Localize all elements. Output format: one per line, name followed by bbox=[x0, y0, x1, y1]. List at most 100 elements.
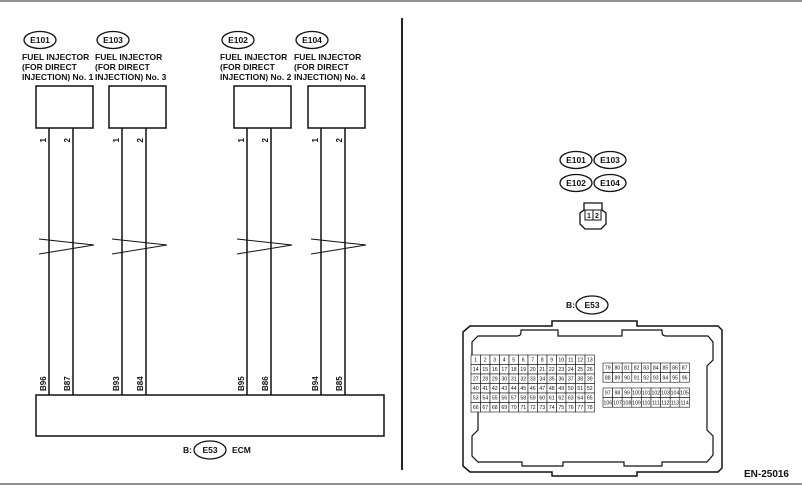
e53-left-pin: 73 bbox=[539, 405, 545, 411]
e53-right-bottom-cell bbox=[679, 397, 690, 408]
injector-pin-label: 2 bbox=[335, 137, 344, 142]
injector-name-line: INJECTION) No. 3 bbox=[95, 72, 167, 82]
e53-left-pin: 49 bbox=[558, 386, 564, 392]
e53-left-pin: 39 bbox=[587, 377, 593, 383]
connview-pin-1: 1 bbox=[587, 213, 591, 220]
e53-left-pin: 58 bbox=[520, 396, 526, 402]
e53-left-pin: 32 bbox=[520, 377, 526, 383]
ecm-name: ECM bbox=[232, 445, 251, 455]
e53-left-pin: 17 bbox=[501, 367, 507, 373]
e53-left-pin: 72 bbox=[530, 405, 536, 411]
connview-code-e102-text: E102 bbox=[566, 178, 586, 188]
e53-left-pin: 15 bbox=[482, 367, 488, 373]
e53-left-pin: 9 bbox=[550, 358, 553, 364]
e53-right-top-pin: 85 bbox=[663, 366, 669, 372]
e53-right-bottom-pin: 99 bbox=[624, 391, 630, 397]
e53-left-pin: 42 bbox=[492, 386, 498, 392]
e53-code-text: E53 bbox=[584, 300, 599, 310]
e53-left-pin: 11 bbox=[568, 358, 573, 364]
e53-left-pin: 12 bbox=[577, 358, 583, 364]
e53-right-bottom-pin: 106 bbox=[603, 400, 612, 406]
injector-box bbox=[35, 85, 94, 129]
e53-left-pin: 57 bbox=[511, 396, 517, 402]
e53-left-pin: 55 bbox=[492, 396, 498, 402]
injector-pin-label: 1 bbox=[112, 137, 121, 142]
twist-mark bbox=[236, 244, 293, 255]
e53-left-pin: 47 bbox=[539, 386, 545, 392]
e53-left-pin: 69 bbox=[501, 405, 507, 411]
ecm-wire-pin-label: B85 bbox=[335, 376, 344, 391]
e53-left-pin: 29 bbox=[492, 377, 498, 383]
e53-left-pin: 44 bbox=[511, 386, 517, 392]
e53-left-pin: 25 bbox=[577, 367, 583, 373]
e53-prefix: B: bbox=[566, 300, 575, 310]
twist-mark bbox=[38, 238, 95, 246]
e53-left-pin: 67 bbox=[482, 405, 488, 411]
e53-left-pin: 46 bbox=[530, 386, 536, 392]
e53-left-pin: 22 bbox=[549, 367, 555, 373]
injector-name-line: FUEL INJECTOR bbox=[294, 52, 361, 62]
e53-left-cell bbox=[584, 402, 595, 413]
e53-left-pin: 18 bbox=[511, 367, 517, 373]
e53-left-pin: 5 bbox=[512, 358, 515, 364]
injector-name-line: FUEL INJECTOR bbox=[22, 52, 89, 62]
e53-left-pin: 77 bbox=[577, 405, 583, 411]
e53-left-pin: 7 bbox=[531, 358, 534, 364]
twist-mark bbox=[111, 244, 168, 255]
e53-left-pin: 19 bbox=[520, 367, 526, 373]
e53-right-bottom-pin: 101 bbox=[642, 391, 651, 397]
e53-left-pin: 37 bbox=[568, 377, 574, 383]
e53-left-pin: 20 bbox=[530, 367, 536, 373]
e53-left-pin: 60 bbox=[539, 396, 545, 402]
e53-left-pin: 10 bbox=[558, 358, 564, 364]
injector-code-e102-text: E102 bbox=[228, 35, 248, 45]
e53-left-pin: 52 bbox=[587, 386, 593, 392]
e53-right-bottom-pin: 100 bbox=[632, 391, 641, 397]
e53-left-pin: 76 bbox=[568, 405, 574, 411]
figure-id: EN-25016 bbox=[744, 469, 789, 480]
injector-code-e101-text: E101 bbox=[30, 35, 50, 45]
e53-left-pin: 36 bbox=[558, 377, 564, 383]
e53-inner-rim bbox=[471, 329, 714, 467]
e53-left-pin: 1 bbox=[474, 358, 477, 364]
injector-code-e102-oval bbox=[221, 30, 255, 50]
e53-right-bottom-pin: 98 bbox=[615, 391, 621, 397]
e53-left-pin: 24 bbox=[568, 367, 574, 373]
e53-left-pin: 27 bbox=[473, 377, 479, 383]
ecm-wire-pin-label: B94 bbox=[311, 376, 320, 391]
connview-pin-2: 2 bbox=[595, 213, 599, 220]
injector-pin-label: 1 bbox=[311, 137, 320, 142]
e53-left-pin: 14 bbox=[473, 367, 479, 373]
e53-left-pin: 16 bbox=[492, 367, 498, 373]
e53-left-pin: 68 bbox=[492, 405, 498, 411]
e53-left-pin: 43 bbox=[501, 386, 507, 392]
ecm-code-text: E53 bbox=[202, 445, 217, 455]
e53-right-bottom-pin: 110 bbox=[642, 400, 650, 406]
e53-right-top-pin: 90 bbox=[624, 375, 630, 381]
ecm-prefix: B: bbox=[183, 445, 192, 455]
injector-box bbox=[233, 85, 292, 129]
e53-left-pin: 26 bbox=[587, 367, 593, 373]
e53-left-pin: 63 bbox=[568, 396, 574, 402]
e53-left-pin: 64 bbox=[577, 396, 583, 402]
e53-left-pin: 40 bbox=[473, 386, 479, 392]
e53-right-top-pin: 89 bbox=[615, 375, 621, 381]
e53-right-top-pin: 92 bbox=[643, 375, 649, 381]
e53-left-pin: 38 bbox=[577, 377, 583, 383]
injector-box bbox=[108, 85, 167, 129]
injector-pin-label: 2 bbox=[261, 137, 270, 142]
e53-left-pin: 61 bbox=[549, 396, 555, 402]
e53-left-pin: 59 bbox=[530, 396, 536, 402]
e53-left-pin: 48 bbox=[549, 386, 555, 392]
e53-left-pin: 21 bbox=[539, 367, 545, 373]
injector-name-line: FUEL INJECTOR bbox=[95, 52, 162, 62]
e53-right-top-pin: 94 bbox=[663, 375, 669, 381]
twist-mark bbox=[111, 238, 168, 246]
injector-name-line: (FOR DIRECT bbox=[294, 62, 350, 72]
ecm-code-oval bbox=[193, 440, 227, 460]
connview-code-e102-oval bbox=[559, 173, 593, 193]
connview-code-e101-oval bbox=[559, 150, 593, 170]
